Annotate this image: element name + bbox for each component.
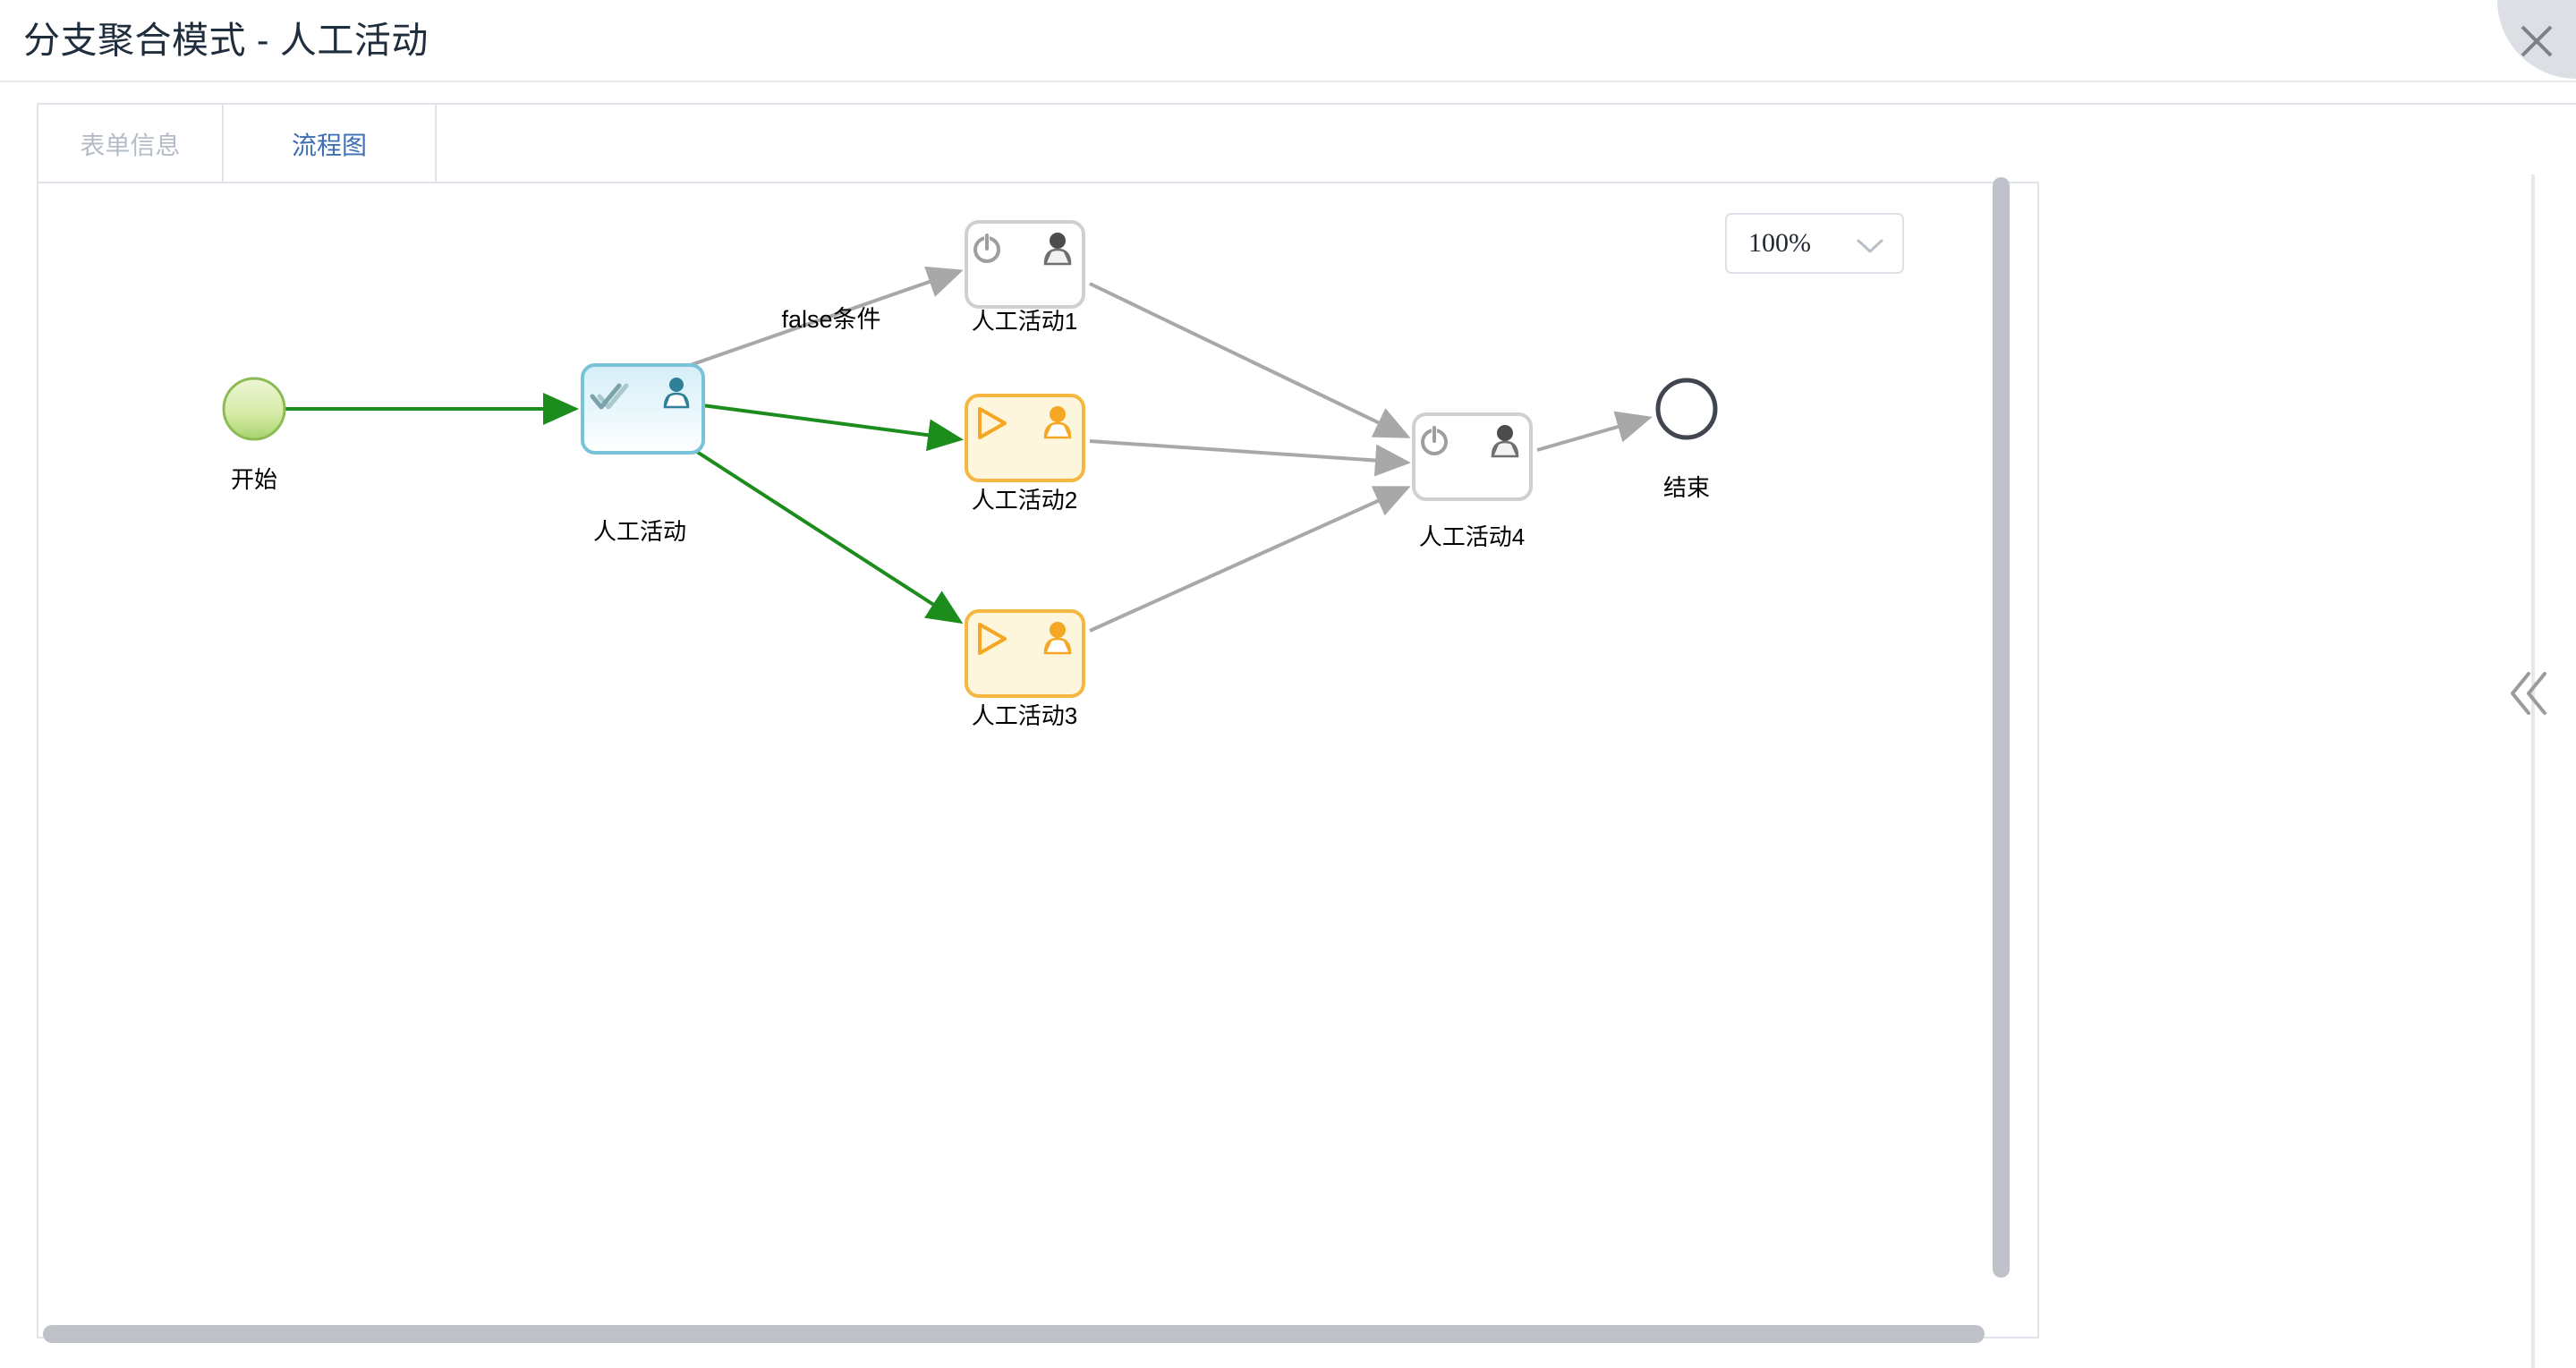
tab-bar: 表单信息 流程图 xyxy=(37,103,2576,183)
close-button[interactable] xyxy=(2497,0,2576,79)
zoom-select[interactable]: 100% xyxy=(1725,213,1904,274)
edge-task2-to-task4[interactable] xyxy=(1089,439,1411,477)
edge-task0-to-task2[interactable] xyxy=(701,404,964,452)
power-icon xyxy=(1421,426,1448,455)
double-chevron-left-icon xyxy=(2511,672,2546,715)
vertical-scrollbar[interactable] xyxy=(1993,177,2010,1278)
node-end-label: 结束 xyxy=(1663,474,1710,501)
node-task0-label: 人工活动 xyxy=(593,518,686,545)
user-icon xyxy=(1043,233,1072,266)
node-task3[interactable]: 人工活动3 xyxy=(965,609,1085,729)
user-icon xyxy=(1043,622,1072,655)
tab-bar-filler xyxy=(437,103,2576,183)
tab-form-info-label: 表单信息 xyxy=(80,132,181,159)
tab-form-info[interactable]: 表单信息 xyxy=(37,103,222,183)
node-start[interactable]: 开始 xyxy=(222,377,286,493)
dialog-header: 分支聚合模式 - 人工活动 xyxy=(0,0,2576,82)
page-title: 分支聚合模式 - 人工活动 xyxy=(23,20,429,61)
node-task3-label: 人工活动3 xyxy=(972,702,1077,729)
edge-task3-to-task4[interactable] xyxy=(1089,486,1411,633)
edge-task0-to-task3[interactable] xyxy=(695,450,964,625)
edge-task0-to-task1[interactable]: false条件 xyxy=(664,266,964,376)
tab-flow-chart[interactable]: 流程图 xyxy=(222,103,437,183)
collapse-panel-button[interactable] xyxy=(2505,667,2557,720)
power-icon xyxy=(973,234,1000,263)
check-icon xyxy=(590,383,629,410)
node-task4-label: 人工活动4 xyxy=(1419,523,1525,550)
edge-label-false-condition: false条件 xyxy=(781,306,880,333)
tab-flow-chart-label: 流程图 xyxy=(291,132,367,159)
node-task2[interactable]: 人工活动2 xyxy=(965,394,1085,514)
node-task0[interactable]: 人工活动 xyxy=(581,363,705,545)
bpmn-diagram: false条件 xyxy=(222,220,1718,729)
flowchart-canvas[interactable]: false条件 xyxy=(37,182,2039,1338)
node-task1[interactable]: 人工活动1 xyxy=(965,220,1085,335)
node-task1-label: 人工活动1 xyxy=(972,308,1077,335)
play-icon xyxy=(978,407,1007,439)
user-icon xyxy=(1043,406,1072,439)
user-icon xyxy=(663,378,690,409)
right-panel-divider xyxy=(2531,174,2535,1368)
close-icon xyxy=(2521,25,2553,57)
horizontal-scrollbar[interactable] xyxy=(43,1325,1985,1343)
zoom-select-value: 100% xyxy=(1748,228,1811,258)
node-end[interactable]: 结束 xyxy=(1655,378,1718,501)
node-start-label: 开始 xyxy=(231,466,277,493)
user-icon xyxy=(1491,425,1519,458)
chevron-down-icon xyxy=(1857,239,1883,253)
edge-task1-to-task4[interactable] xyxy=(1089,282,1411,438)
node-task2-label: 人工活动2 xyxy=(972,487,1077,514)
play-icon xyxy=(978,623,1007,655)
edge-task4-to-end[interactable] xyxy=(1536,411,1653,452)
node-task4[interactable]: 人工活动4 xyxy=(1412,412,1533,550)
